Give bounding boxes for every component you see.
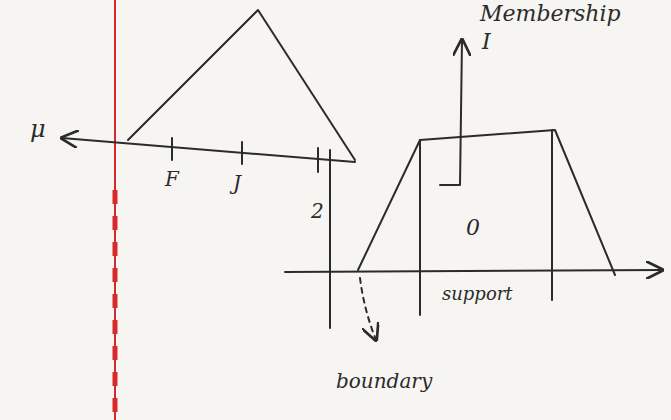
region-label: 0 — [466, 216, 480, 240]
margin-line — [114, 0, 116, 420]
y-axis — [329, 150, 331, 328]
core-line — [419, 140, 421, 315]
tick — [241, 142, 243, 164]
x-axis — [285, 270, 662, 272]
axis-label: I — [482, 30, 491, 54]
margin-dashes — [113, 190, 118, 420]
region-label: support — [442, 284, 513, 304]
tick-label: 2 — [311, 200, 324, 222]
axis-line — [62, 138, 355, 162]
tick — [171, 138, 173, 160]
core-line — [551, 130, 553, 300]
membership-arrow — [440, 40, 462, 185]
boundary-pointer — [360, 278, 376, 340]
triangle-curve — [128, 10, 355, 160]
axis-symbol: μ — [30, 116, 46, 142]
tick — [317, 148, 319, 172]
tick-label: J — [233, 172, 241, 194]
trapezoid-curve — [358, 130, 615, 275]
tick-label: F — [165, 168, 179, 190]
heading-text: Membership — [480, 2, 621, 26]
callout-label: boundary — [336, 370, 432, 392]
